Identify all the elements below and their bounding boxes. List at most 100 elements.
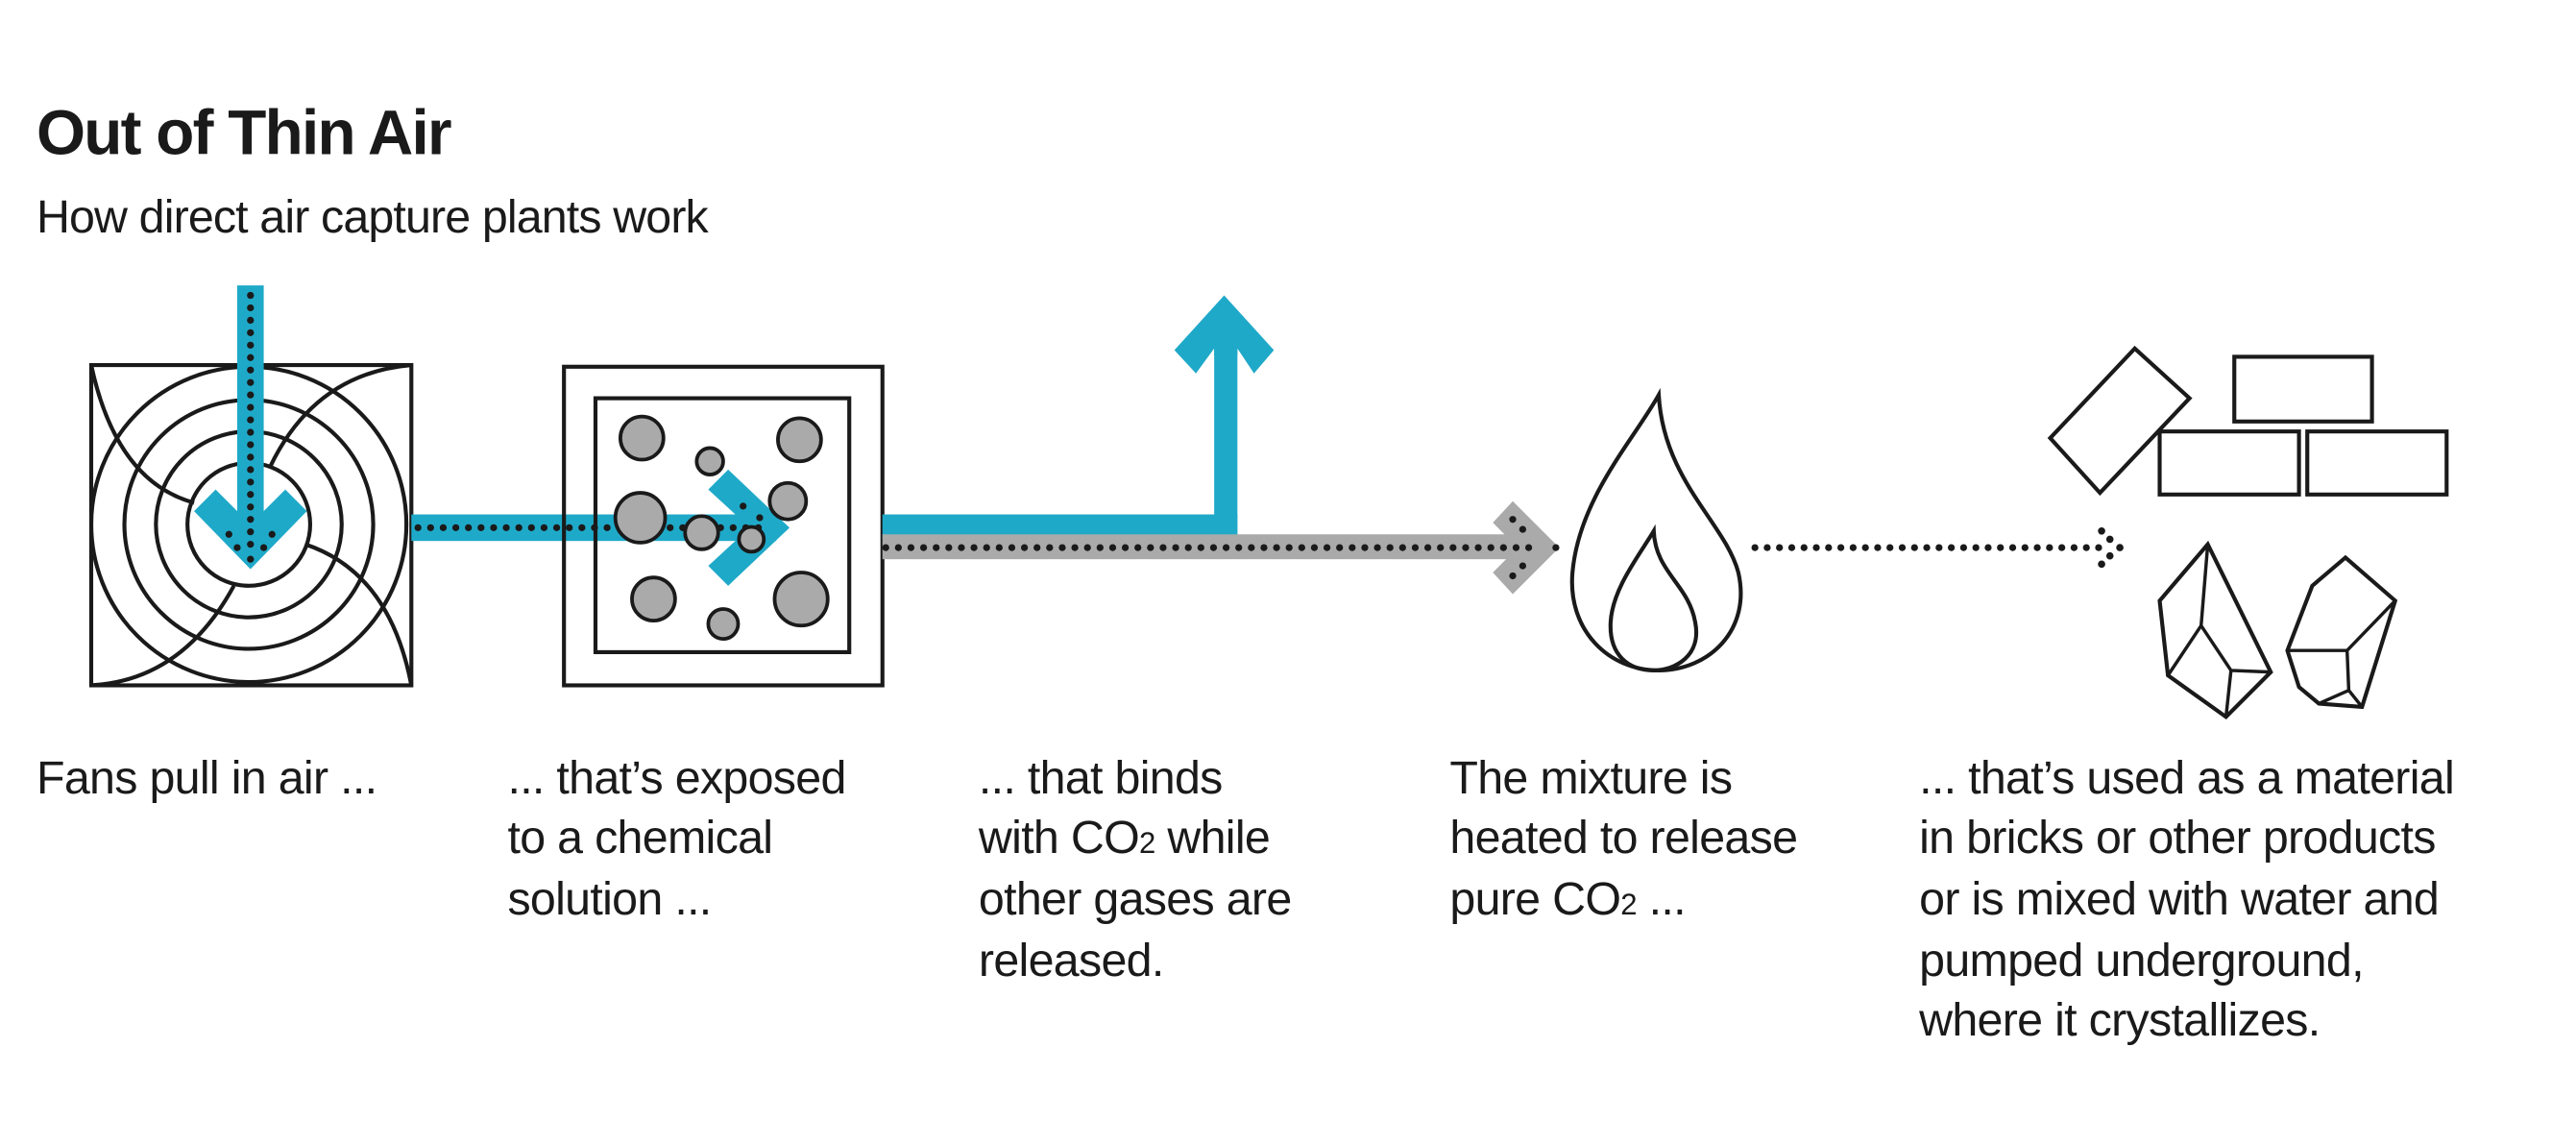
svg-text:... that’s used as a material: ... that’s used as a material	[1919, 752, 2454, 804]
bricks-icon	[2047, 345, 2449, 497]
flow-dot	[225, 530, 232, 538]
step-4-caption: The mixture is heated to release pure CO…	[1449, 752, 1798, 925]
svg-text:pumped underground,: pumped underground,	[1919, 935, 2364, 987]
flow-dot	[1923, 544, 1931, 551]
flame-icon	[1569, 387, 1743, 672]
flow-dot	[1147, 544, 1154, 551]
svg-text:released.: released.	[979, 935, 1164, 987]
flow-dot	[1763, 544, 1771, 551]
flow-dot	[268, 530, 276, 538]
flow-dot	[1248, 544, 1255, 551]
svg-text:with CO2 while: with CO2 while	[978, 812, 1270, 864]
flow-dot	[1787, 544, 1796, 551]
page-title: Out of Thin Air	[36, 98, 451, 168]
flow-dot	[1886, 544, 1894, 551]
flow-dot	[1474, 544, 1482, 551]
flow-dot	[1812, 544, 1820, 551]
flow-dot	[247, 403, 255, 411]
flow-dot	[247, 291, 255, 300]
svg-text:pure CO2 ...: pure CO2 ...	[1449, 873, 1685, 925]
flow-dot	[1947, 544, 1956, 551]
flow-dot	[1310, 544, 1319, 551]
flow-dot	[1096, 544, 1104, 551]
flow-dot	[247, 516, 255, 524]
flow-dot	[247, 491, 255, 499]
flow-dot	[247, 428, 255, 436]
flow-dot	[1046, 544, 1054, 551]
flow-dot	[958, 544, 965, 551]
flow-dot	[1898, 544, 1907, 551]
subscript-2: 2	[1139, 826, 1155, 860]
flow-dot	[2046, 544, 2054, 551]
co2-arrow-icon	[882, 500, 1560, 595]
flow-dot	[1058, 544, 1066, 551]
flow-dot	[983, 544, 990, 551]
flow-dot	[2095, 544, 2102, 551]
flow-dot	[995, 544, 1003, 551]
flow-dot	[247, 304, 255, 312]
flow-dot	[1935, 544, 1943, 551]
flow-dot	[1033, 544, 1041, 551]
flow-dot	[1751, 544, 1759, 551]
flow-dot	[1449, 544, 1457, 551]
step-3-caption: ... that binds with CO2 while other gase…	[978, 752, 1292, 987]
flow-dot	[1197, 544, 1204, 551]
flow-dot	[515, 524, 522, 531]
flow-dot	[2021, 544, 2029, 551]
flow-dot	[1874, 544, 1882, 551]
flow-dot	[1437, 544, 1445, 551]
flow-dot	[439, 524, 448, 531]
flow-dot	[729, 524, 737, 531]
dotted-arrow-icon	[1751, 527, 2124, 569]
flow-dot	[1260, 544, 1268, 551]
step-2-caption: ... that’s exposed to a chemical solutio…	[507, 752, 846, 925]
flow-dot	[1008, 544, 1016, 551]
flow-dot	[247, 353, 255, 361]
flow-dot	[2082, 544, 2090, 551]
flow-dot	[247, 555, 255, 563]
flow-dot	[247, 541, 255, 548]
flow-dot	[1997, 544, 2005, 551]
flow-dot	[907, 544, 915, 551]
flow-dot	[414, 524, 422, 531]
svg-text:to a chemical: to a chemical	[507, 812, 772, 864]
flow-dot	[1512, 544, 1520, 551]
flow-dot	[1159, 544, 1167, 551]
flow-dot	[1361, 544, 1369, 551]
flow-dot	[1462, 544, 1470, 551]
flow-dot	[1398, 544, 1406, 551]
flow-dot	[1121, 544, 1130, 551]
flow-dot	[1235, 544, 1243, 551]
flow-dot	[1487, 544, 1495, 551]
flow-dot	[2070, 544, 2078, 551]
flow-dot	[667, 524, 674, 531]
flow-dot	[1552, 544, 1560, 551]
flow-dot	[540, 524, 548, 531]
step-1-caption: Fans pull in air ...	[36, 752, 377, 804]
flow-dot	[2058, 544, 2066, 551]
flow-dot	[894, 544, 902, 551]
svg-text:... that binds: ... that binds	[979, 752, 1223, 804]
flow-dot	[247, 528, 255, 536]
released-gases-arrow-icon	[882, 295, 1275, 540]
flow-dot	[603, 524, 611, 531]
flow-dot	[247, 416, 255, 424]
flow-dot	[1172, 544, 1179, 551]
flow-dot	[490, 524, 498, 531]
svg-text:or is mixed with water and: or is mixed with water and	[1919, 873, 2439, 925]
flow-dot	[970, 544, 978, 551]
flow-dot	[247, 503, 255, 511]
flow-dot	[465, 524, 473, 531]
flow-dot	[1373, 544, 1381, 551]
svg-text:where it crystallizes.: where it crystallizes.	[1918, 994, 2320, 1046]
flow-dot	[1083, 544, 1091, 551]
flow-dot	[1519, 562, 1526, 570]
flow-dot	[1509, 572, 1517, 580]
flow-dot	[1423, 544, 1432, 551]
flow-dot	[1184, 544, 1192, 551]
flow-dot	[1349, 544, 1356, 551]
flow-dot	[1849, 544, 1858, 551]
flow-dot	[1285, 544, 1293, 551]
flow-dot	[247, 453, 255, 461]
